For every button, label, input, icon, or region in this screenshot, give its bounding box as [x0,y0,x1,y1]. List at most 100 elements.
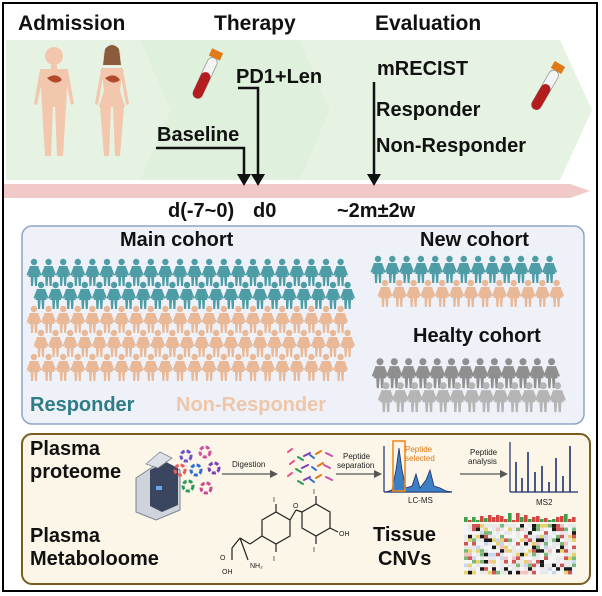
cnv-cell [532,534,536,539]
cnv-cell [536,531,540,535]
cnv-cell [524,531,528,535]
cnv-cell [512,534,516,539]
cnv-cell [540,524,544,528]
cnv-cell [488,556,492,560]
atom-hydroxyl: OH [339,531,350,538]
cnv-cell [532,545,536,550]
cnv-cell [532,538,536,542]
cnv-cell [480,534,484,539]
cnv-cell [556,524,560,528]
cnv-cell [516,538,520,542]
cnv-cell [468,527,472,532]
cnv-cell [492,545,496,550]
cnv-cell [464,527,468,532]
cnv-cell [528,549,532,553]
cnv-cell [572,560,576,564]
cnv-cell [468,552,472,557]
cnv-cell [544,563,548,568]
cnv-cell [504,531,508,535]
cnv-cell [504,538,508,542]
mass-spectrometer-icon [135,451,181,521]
cnv-cell [548,534,552,539]
cnv-cell [472,534,476,539]
cnv-cell [544,542,548,546]
cnv-cell [528,538,532,542]
atom-oxygen: O [293,503,299,510]
cnv-cell [520,563,524,568]
cnv-cell [500,545,504,550]
timeline-arrowheads [237,174,381,186]
peptide-fragment [315,450,322,455]
cnv-frequency-bar [548,520,552,522]
cnv-frequency-bar [572,517,576,522]
cnv-cell [516,563,520,568]
cnv-cell [524,560,528,564]
cnv-cell [568,545,572,550]
cnv-cell [564,563,568,568]
cnv-cell [468,524,472,528]
cnv-cell [464,534,468,539]
cnv-cell [524,545,528,550]
cnv-cell [520,531,524,535]
peptide-fragment [325,452,333,457]
cnv-cell [548,567,552,571]
cnv-cell [464,545,468,550]
label-peptide-selected-1: Peptide [405,445,433,454]
cnv-cell [568,549,572,553]
cnv-cell [564,549,568,553]
cnv-cell [472,560,476,564]
cnv-cell [476,556,480,560]
cnv-cell [544,570,548,575]
cnv-cell [548,524,552,528]
cnv-cell [556,538,560,542]
cnv-cell [488,534,492,539]
cnv-cell [520,527,524,532]
cnv-cell [512,563,516,568]
cnv-cell [464,538,468,542]
legend-non-responder: Non-Responder [176,394,326,416]
cnv-cell [560,567,564,571]
cnv-cell [532,524,536,528]
cnv-cell [544,531,548,535]
cnv-cell [472,542,476,546]
cnv-cell [568,552,572,557]
cnv-cell [552,524,556,528]
cnv-cell [564,556,568,560]
cnv-cell [572,545,576,550]
cnv-cell [464,560,468,564]
cnv-cell [556,542,560,546]
cnv-cell [480,560,484,564]
cnv-cell [480,556,484,560]
peptide-fragment [309,478,315,483]
peptide-fragment [317,462,324,467]
cnv-frequency-bar [524,515,528,522]
cnv-cell [572,531,576,535]
tissue-title-line1: Tissue [373,524,436,546]
cnv-cell [524,552,528,557]
cnv-cell [536,549,540,553]
cnv-cell [484,545,488,550]
label-peptide-separation-1: Peptide [343,452,371,461]
blood-tube-icon [192,48,224,99]
cnv-cell [468,563,472,568]
cnv-cell [492,531,496,535]
cnv-cell [572,538,576,542]
cnv-cell [572,563,576,568]
cnv-cell [492,567,496,571]
cnv-cell [556,560,560,564]
cnv-cell [468,560,472,564]
peptide-fragment [297,480,304,485]
label-ms2: MS2 [536,498,553,507]
cnv-cell [476,534,480,539]
cnv-cell [484,563,488,568]
cnv-cell [488,524,492,528]
cnv-cell [556,570,560,575]
cnv-cell [516,570,520,575]
cnv-cell [492,542,496,546]
cnv-cell [476,563,480,568]
cnv-cell [520,560,524,564]
cnv-cell [484,567,488,571]
cnv-cell [540,549,544,553]
cnv-cell [564,534,568,539]
